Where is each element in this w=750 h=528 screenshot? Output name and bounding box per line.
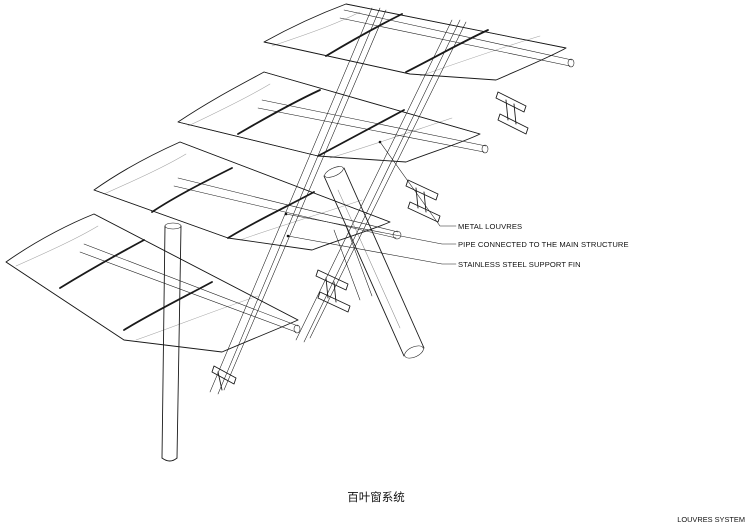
label-metal-louvres: METAL LOUVRES — [458, 222, 522, 231]
louvre-row-4 — [5, 213, 299, 353]
i-beam-brackets — [211, 91, 529, 391]
metal-louvres — [5, 3, 567, 353]
caption-chinese: 百叶窗系统 — [347, 490, 405, 504]
leader-lines — [284, 140, 457, 265]
secondary-leg — [333, 225, 373, 301]
diagonal-strut-pipe — [323, 166, 425, 359]
stainless-steel-support-fin-rails — [209, 7, 467, 395]
louvre-row-2 — [177, 71, 481, 163]
louvre-row-1 — [263, 3, 567, 81]
label-pipe-connected: PIPE CONNECTED TO THE MAIN STRUCTURE — [458, 240, 629, 249]
main-support-column — [161, 222, 182, 462]
label-support-fin: STAINLESS STEEL SUPPORT FIN — [458, 260, 581, 269]
louvre-row-3 — [93, 141, 391, 251]
caption-english: LOUVRES SYSTEM — [677, 515, 745, 524]
